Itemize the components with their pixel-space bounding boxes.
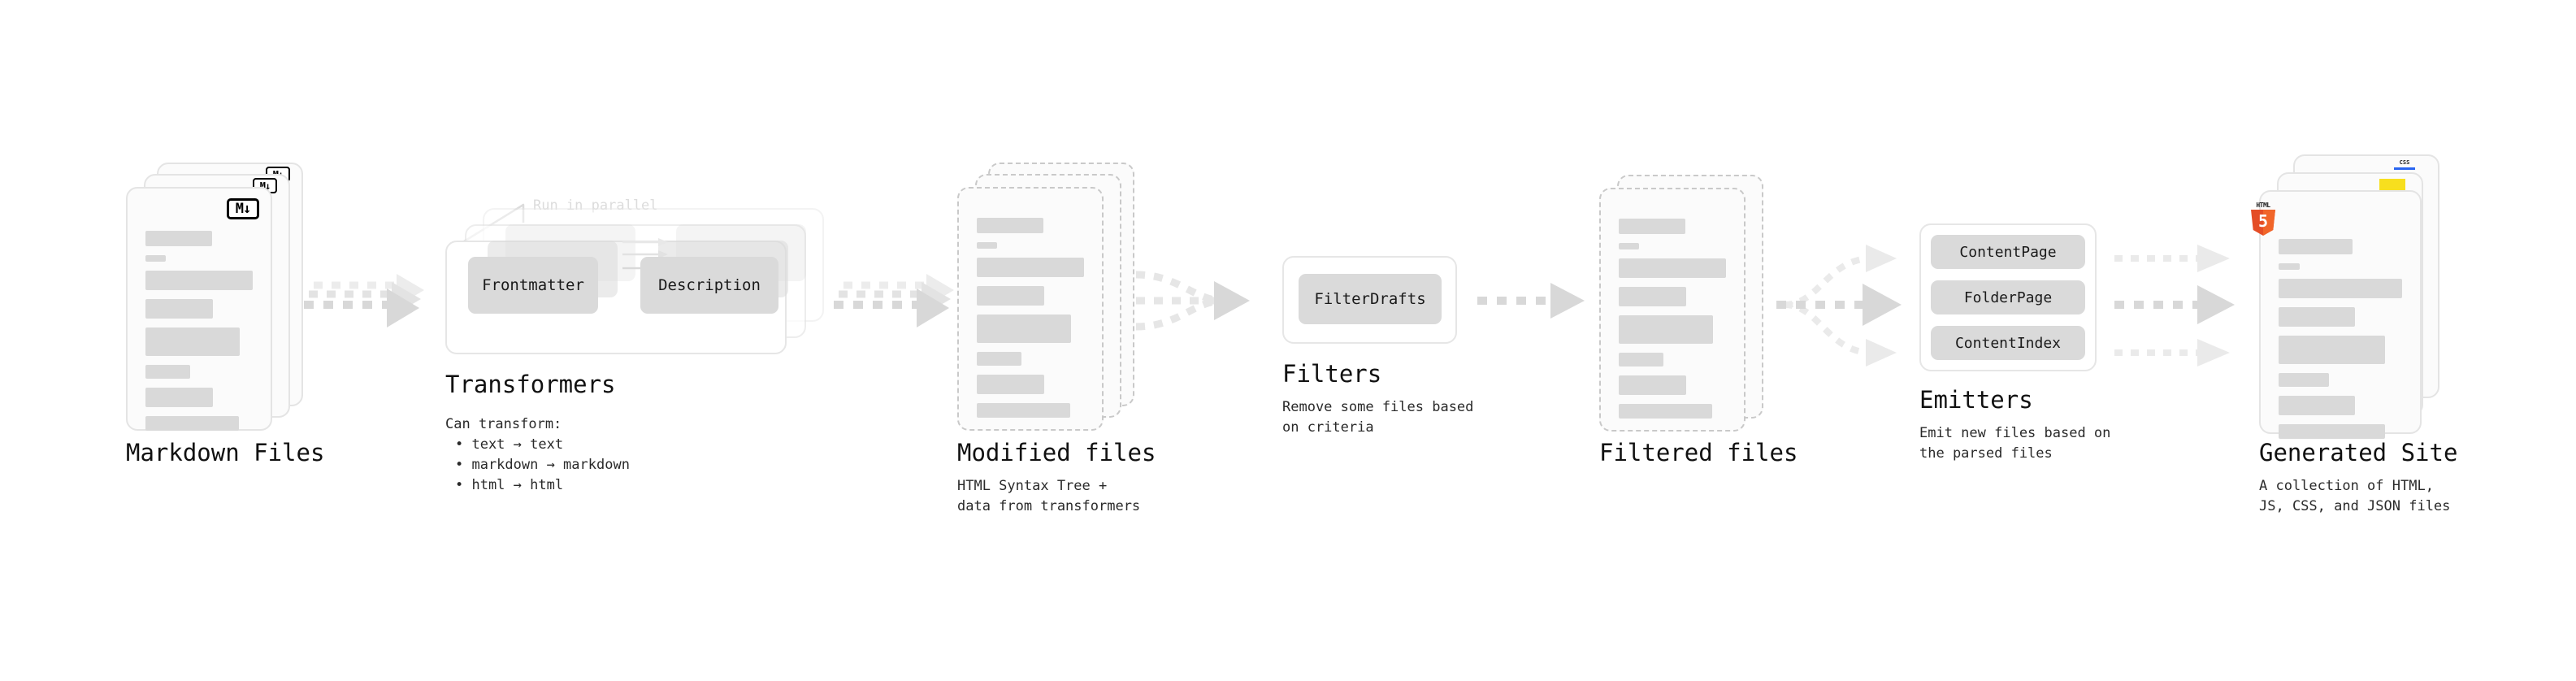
transformer-stack: Frontmatter Description	[445, 193, 835, 364]
filter-stack: FilterDrafts	[1282, 256, 1461, 344]
placeholder-bar	[145, 255, 167, 262]
placeholder-bar	[145, 299, 214, 319]
filtered-file-stack	[1599, 175, 1778, 435]
placeholder-bar	[145, 271, 253, 290]
css-badge-label: CSS	[2399, 159, 2410, 166]
placeholder-bar	[1619, 243, 1640, 249]
connector-filters-to-filtered	[1472, 280, 1602, 337]
markdown-file-stack: M↓ M↓ M↓	[126, 163, 305, 431]
stage-filters: FilterDrafts Filters Remove some files b…	[1282, 256, 1473, 436]
stage-title-filters: Filters	[1282, 360, 1382, 388]
stage-title-markdown-files: Markdown Files	[126, 439, 325, 466]
markdown-card-front: M↓	[126, 187, 272, 431]
stage-modified-files: Modified files HTML Syntax Tree + data f…	[957, 163, 1156, 514]
placeholder-bar	[977, 218, 1043, 233]
html5-icon: HTML 5	[2249, 202, 2277, 236]
placeholder-bar	[1619, 404, 1712, 419]
placeholder-bar	[977, 242, 998, 249]
stage-subtitle-filters: Remove some files based on criteria	[1282, 399, 1474, 436]
javascript-icon	[2379, 179, 2405, 193]
stage-title-transformers: Transformers	[445, 371, 616, 398]
stage-subtitle-modified-files: HTML Syntax Tree + data from transformer…	[957, 478, 1141, 514]
modified-card-front	[957, 187, 1104, 431]
placeholder-bar	[145, 416, 239, 431]
placeholder-bar	[2279, 239, 2353, 254]
emitter-chip-folderpage[interactable]: FolderPage	[1931, 280, 2085, 314]
stage-title-generated-site: Generated Site	[2259, 439, 2458, 466]
stage-subtitle-generated-site: A collection of HTML, JS, CSS, and JSON …	[2259, 478, 2451, 514]
emitter-chip-contentpage[interactable]: ContentPage	[1931, 235, 2085, 269]
placeholder-bar	[145, 388, 214, 407]
placeholder-bar	[2279, 263, 2300, 270]
stage-filtered-files: Filtered files	[1599, 175, 1798, 466]
connector-modified-to-filters	[1131, 260, 1277, 349]
filtered-card-content	[1619, 219, 1726, 427]
stage-title-filtered-files: Filtered files	[1599, 439, 1798, 466]
transformer-bullet: • html → html	[455, 477, 564, 493]
placeholder-bar	[2279, 396, 2356, 415]
transformer-bullet-list: • text → text • markdown → markdown • ht…	[455, 435, 630, 496]
generated-site-stack: CSS HTML 5	[2251, 154, 2454, 439]
transformer-chip-frontmatter[interactable]: Frontmatter	[468, 257, 598, 314]
placeholder-bar	[145, 327, 241, 356]
placeholder-bar	[977, 352, 1022, 366]
placeholder-bar	[977, 403, 1070, 418]
placeholder-bar	[2279, 424, 2385, 439]
emitter-stack: ContentPage FolderPage ContentIndex	[1919, 223, 2106, 371]
css-badge-rule	[2394, 167, 2415, 170]
transformer-chip-description[interactable]: Description	[640, 257, 778, 314]
markdown-card-content	[145, 231, 253, 440]
html5-badge-number: 5	[2257, 211, 2269, 231]
css3-icon: CSS	[2394, 159, 2415, 171]
connector-emitters-to-site	[2111, 232, 2266, 378]
stage-subtitle-transformers: Can transform:	[445, 416, 562, 432]
connector-transformers-to-modified	[830, 272, 969, 345]
transformer-bullet: • text → text	[455, 436, 564, 453]
transformer-bullet: • markdown → markdown	[455, 457, 630, 473]
stage-generated-site: CSS HTML 5	[2251, 154, 2457, 514]
placeholder-bar	[2279, 373, 2330, 387]
placeholder-bar	[1619, 287, 1687, 306]
placeholder-bar	[2279, 336, 2385, 364]
html5-badge-label: HTML	[2256, 202, 2270, 209]
modified-card-content	[977, 218, 1084, 427]
placeholder-bar	[977, 314, 1072, 343]
placeholder-bar	[145, 231, 212, 246]
placeholder-bar	[1619, 353, 1664, 367]
connector-filtered-to-emitters	[1773, 232, 1928, 378]
markdown-badge: M↓	[227, 198, 259, 219]
placeholder-bar	[1619, 375, 1687, 395]
connector-md-to-transformers	[301, 272, 431, 345]
stage-title-modified-files: Modified files	[957, 439, 1156, 466]
site-card-content	[2279, 239, 2402, 448]
placeholder-bar	[977, 286, 1045, 306]
stage-emitters: ContentPage FolderPage ContentIndex Emit…	[1919, 223, 2110, 462]
filtered-card-front	[1599, 188, 1746, 432]
placeholder-bar	[145, 365, 191, 379]
stage-markdown-files: M↓ M↓ M↓ Markdown Files	[126, 163, 324, 466]
placeholder-bar	[1619, 219, 1685, 234]
emitter-chip-contentindex[interactable]: ContentIndex	[1931, 326, 2085, 360]
stage-title-emitters: Emitters	[1919, 386, 2033, 414]
placeholder-bar	[977, 258, 1084, 277]
site-card-front: HTML 5	[2251, 190, 2422, 439]
modified-file-stack	[957, 163, 1136, 431]
placeholder-bar	[1619, 258, 1726, 278]
filter-chip-filterdrafts[interactable]: FilterDrafts	[1299, 274, 1442, 324]
placeholder-bar	[2279, 307, 2356, 327]
placeholder-bar	[1619, 315, 1714, 344]
stage-subtitle-emitters: Emit new files based on the parsed files	[1919, 425, 2111, 462]
placeholder-bar	[977, 375, 1045, 394]
html5-shield-inner	[2263, 210, 2275, 236]
stage-transformers: Run in parallel	[445, 193, 835, 493]
placeholder-bar	[2279, 279, 2402, 298]
run-in-parallel-label: Run in parallel	[533, 197, 658, 214]
